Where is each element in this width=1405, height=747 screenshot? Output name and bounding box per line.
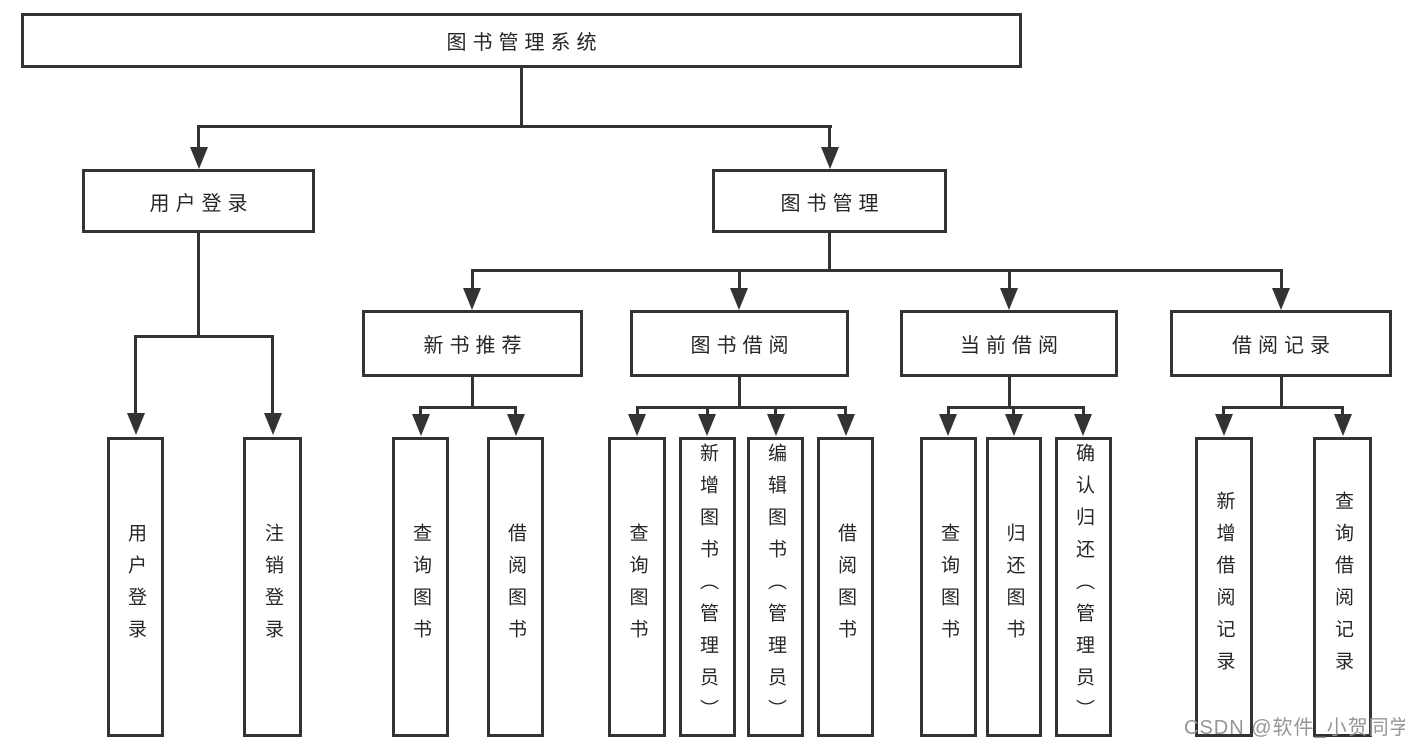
arrowhead-down-icon [127,413,145,435]
arrowhead-down-icon [190,147,208,169]
node-borrow-record-label: 借阅记录 [1232,335,1336,357]
connector-arrow-stem [706,406,709,418]
leaf-borrow-books-label: 借阅图书 [835,523,856,651]
watermark: CSDN @软件_小贺同学 [1184,717,1405,739]
arrowhead-down-icon [1272,288,1290,310]
node-current-borrow: 当前借阅 [900,310,1118,377]
connector-arrow-stem [1008,269,1011,291]
connector-stem [1280,377,1283,409]
leaf-add-borrow-record-label: 新增借阅记录 [1213,491,1235,683]
connector-root-stem [520,65,523,128]
node-borrow-record: 借阅记录 [1170,310,1392,377]
leaf-query-books-recommend-label: 查询图书 [410,523,431,651]
arrowhead-down-icon [1215,414,1233,436]
connector-arrow-stem [1280,269,1283,291]
arrowhead-down-icon [837,414,855,436]
leaf-confirm-return-admin: 确认归还（管理员） [1055,437,1112,737]
leaf-user-login: 用户登录 [107,437,164,737]
node-user-login: 用户登录 [82,169,315,233]
leaf-borrow-books: 借阅图书 [817,437,874,737]
leaf-edit-book-admin: 编辑图书（管理员） [747,437,804,737]
connector-user-login-branch [134,335,274,338]
connector-branch [419,406,517,409]
connector-arrow-stem [828,125,831,151]
connector-branch [1223,406,1344,409]
connector-level3-branch [471,269,1283,272]
leaf-return-book-label: 归还图书 [1003,523,1025,651]
arrowhead-down-icon [628,414,646,436]
leaf-query-borrow-record-label: 查询借阅记录 [1332,491,1353,683]
leaf-user-login-label: 用户登录 [125,523,146,651]
leaf-query-books-borrow: 查询图书 [608,437,666,737]
leaf-query-books-recommend: 查询图书 [392,437,449,737]
arrowhead-down-icon [1005,414,1023,436]
node-book-management-label: 图书管理 [780,192,885,215]
node-new-book-recommend-label: 新书推荐 [423,335,528,357]
leaf-edit-book-admin-label: 编辑图书（管理员） [765,443,786,731]
leaf-borrow-books-recommend-label: 借阅图书 [505,523,526,651]
arrowhead-down-icon [507,414,525,436]
arrowhead-down-icon [1334,414,1352,436]
connector-arrow-stem [471,269,474,291]
leaf-add-borrow-record: 新增借阅记录 [1195,437,1253,737]
connector-arrow-stem [1222,406,1225,418]
arrowhead-down-icon [264,413,282,435]
connector-arrow-stem [197,125,200,151]
connector-arrow-stem [947,406,950,418]
arrowhead-down-icon [698,414,716,436]
leaf-logout-label: 注销登录 [262,523,283,651]
connector-arrow-stem [1341,406,1344,418]
leaf-confirm-return-admin-label: 确认归还（管理员） [1073,443,1094,731]
arrowhead-down-icon [730,288,748,310]
leaf-return-book: 归还图书 [986,437,1042,737]
connector-arrow-stem [271,335,274,415]
connector-arrow-stem [514,406,517,418]
connector-branch [636,406,847,409]
connector-arrow-stem [1012,406,1015,418]
arrowhead-down-icon [412,414,430,436]
node-current-borrow-label: 当前借阅 [960,335,1064,357]
connector-stem [738,377,741,409]
leaf-borrow-books-recommend: 借阅图书 [487,437,544,737]
arrowhead-down-icon [939,414,957,436]
connector-arrow-stem [774,406,777,418]
connector-book-management-stem [828,233,831,272]
connector-level2-branch [197,125,832,128]
node-root-label: 图书管理系统 [446,32,603,54]
connector-arrow-stem [419,406,422,418]
leaf-query-borrow-record: 查询借阅记录 [1313,437,1372,737]
node-book-borrow: 图书借阅 [630,310,849,377]
arrowhead-down-icon [767,414,785,436]
arrowhead-down-icon [821,147,839,169]
node-book-borrow-label: 图书借阅 [690,335,795,357]
node-book-management: 图书管理 [712,169,947,233]
node-new-book-recommend: 新书推荐 [362,310,583,377]
leaf-query-books-borrow-label: 查询图书 [626,523,648,651]
leaf-add-book-admin: 新增图书（管理员） [679,437,736,737]
connector-arrow-stem [636,406,639,418]
leaf-add-book-admin-label: 新增图书（管理员） [697,443,718,731]
node-root: 图书管理系统 [21,13,1022,68]
connector-arrow-stem [1082,406,1085,418]
leaf-query-books-current: 查询图书 [920,437,977,737]
arrowhead-down-icon [1074,414,1092,436]
connector-user-login-stem [197,233,200,337]
connector-arrow-stem [738,269,741,291]
connector-arrow-stem [134,335,137,415]
connector-stem [1008,377,1011,409]
connector-stem [471,377,474,409]
leaf-logout: 注销登录 [243,437,302,737]
connector-branch [947,406,1084,409]
arrowhead-down-icon [463,288,481,310]
leaf-query-books-current-label: 查询图书 [938,523,959,651]
connector-arrow-stem [844,406,847,418]
node-user-login-label: 用户登录 [149,192,254,215]
arrowhead-down-icon [1000,288,1018,310]
